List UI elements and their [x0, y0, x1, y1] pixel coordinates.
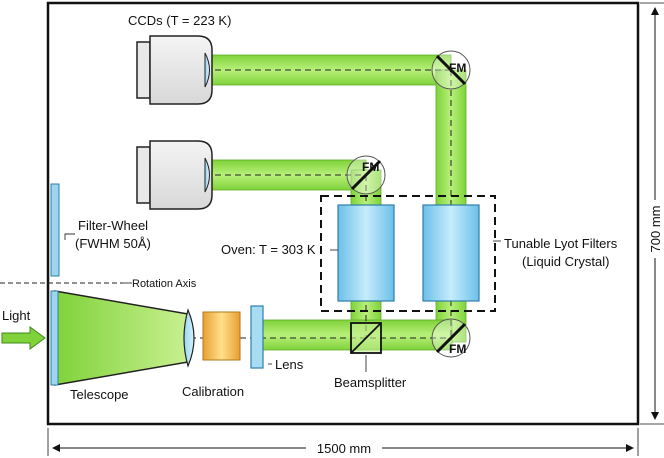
fm-bottom-label: FM [449, 342, 466, 356]
fold-mirror-middle: FM [346, 155, 386, 195]
light-arrow-icon [1, 326, 46, 350]
light-label: Light [2, 308, 31, 323]
lyot-filters-label: Tunable Lyot Filters [504, 236, 618, 251]
oven-label: Oven: T = 303 K [221, 242, 316, 257]
lyot-filter-left [337, 204, 395, 302]
fm-middle-label: FM [362, 160, 379, 174]
lens-element [250, 305, 264, 369]
telescope-label: Telescope [70, 387, 129, 402]
fold-mirror-bottom: FM [431, 318, 471, 358]
beamsplitter-label: Beamsplitter [334, 375, 407, 390]
lyot-filters-type-label: (Liquid Crystal) [522, 254, 609, 269]
filter-wheel-fwhm-label: (FWHM 50Å) [75, 236, 151, 251]
instrument-frame [46, 1, 640, 426]
height-dimension-label: 700 mm [648, 206, 663, 253]
ccd-camera-middle [136, 140, 213, 210]
lyot-filter-right [422, 204, 480, 302]
calibration-unit [202, 311, 241, 361]
fm-top-label: FM [449, 61, 466, 75]
lens-label: Lens [275, 357, 304, 372]
entrance-window [50, 290, 59, 386]
rotation-axis-label: Rotation Axis [132, 278, 197, 290]
calibration-label: Calibration [182, 384, 244, 399]
ccds-label: CCDs (T = 223 K) [128, 13, 231, 28]
height-dimension: 700 mm [640, 2, 664, 425]
leader-lines [64, 233, 501, 372]
width-dimension: 1500 mm [47, 428, 639, 456]
telescope [54, 290, 195, 386]
fold-mirror-top: FM [431, 50, 471, 90]
ccd-camera-top [136, 35, 213, 105]
filter-wheel-label: Filter-Wheel [78, 218, 148, 233]
width-dimension-label: 1500 mm [317, 441, 371, 456]
oven-box [320, 195, 496, 312]
beamsplitter-cube [350, 322, 382, 354]
filter-wheel [50, 183, 60, 277]
